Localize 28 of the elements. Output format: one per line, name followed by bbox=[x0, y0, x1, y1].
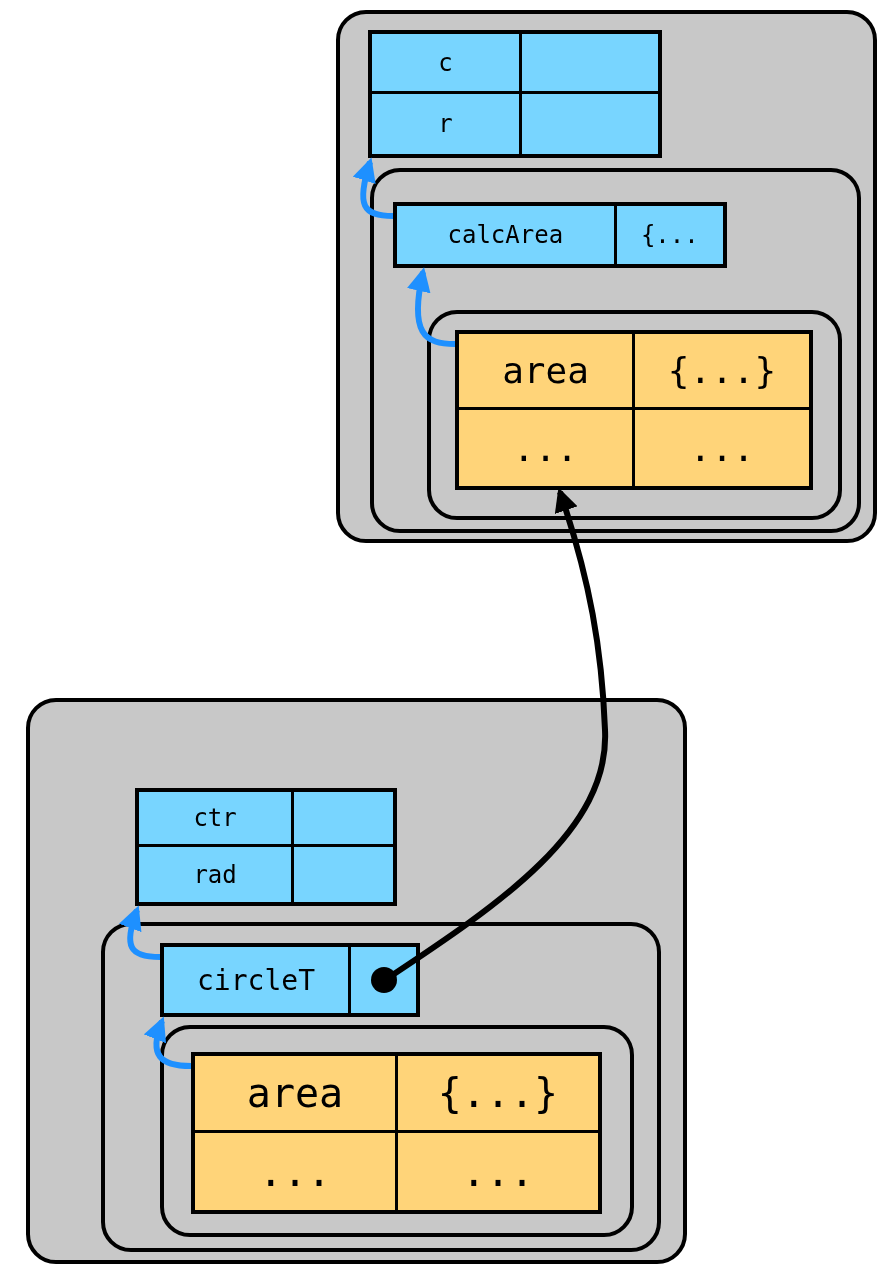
record-table bbox=[191, 1052, 602, 1214]
field-name: calcArea bbox=[447, 221, 564, 249]
field-value: {...} bbox=[437, 1070, 559, 1116]
field-name: ctr bbox=[193, 804, 237, 832]
field-name: ... bbox=[512, 427, 578, 469]
scope-frame bbox=[370, 168, 861, 533]
record-table bbox=[160, 943, 420, 1017]
field-name: rad bbox=[193, 860, 237, 889]
scope-frame bbox=[427, 310, 842, 520]
record-table bbox=[368, 30, 662, 158]
field-value: {... bbox=[640, 221, 699, 249]
field-name: ... bbox=[258, 1148, 332, 1195]
record-table bbox=[135, 788, 397, 906]
field-value: ... bbox=[461, 1148, 535, 1195]
field-value: ... bbox=[689, 427, 755, 469]
scope-frame bbox=[101, 922, 661, 1252]
field-name: r bbox=[438, 110, 453, 138]
field-value: {...} bbox=[667, 350, 777, 391]
field-name: circleT bbox=[197, 963, 316, 997]
field-name: c bbox=[438, 48, 453, 77]
field-name: area bbox=[246, 1070, 344, 1116]
record-table bbox=[455, 330, 813, 490]
record-table bbox=[393, 202, 727, 268]
scope-frame bbox=[160, 1025, 634, 1237]
pointer-arrow bbox=[407, 267, 456, 347]
scope-frame bbox=[336, 10, 877, 543]
field-name: area bbox=[502, 350, 589, 391]
scope-frame bbox=[26, 698, 687, 1264]
